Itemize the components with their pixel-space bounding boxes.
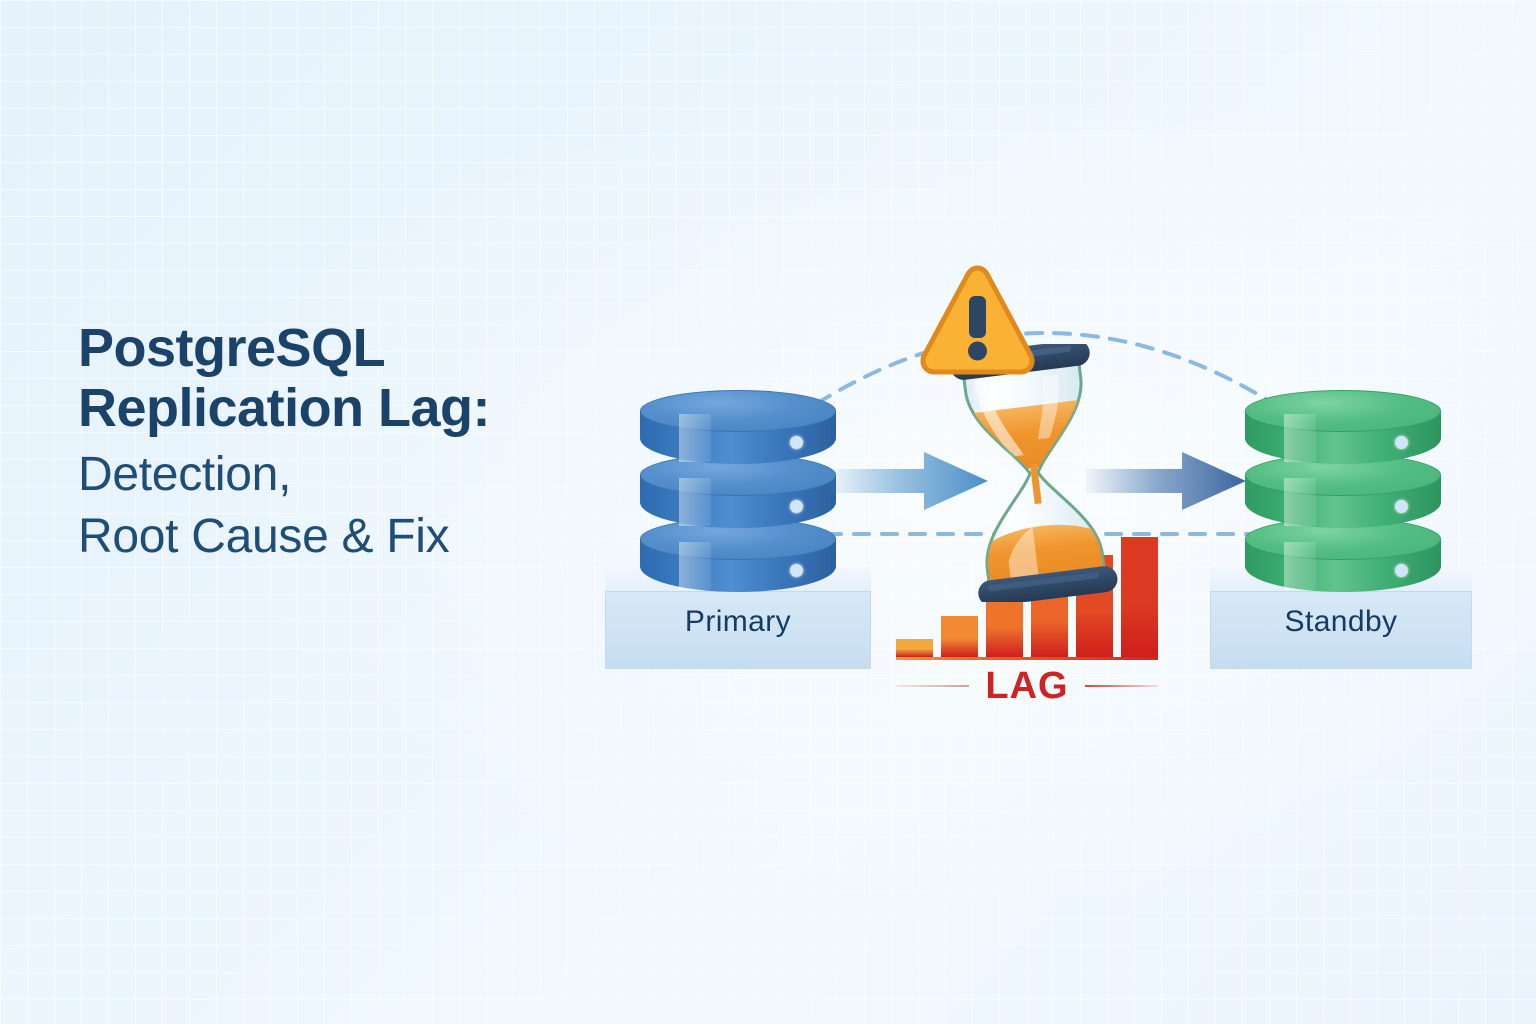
title-line-2: Replication Lag: [78, 378, 491, 438]
warning-triangle-icon [920, 265, 1035, 375]
lag-bar [1121, 537, 1158, 657]
db-status-led-icon [1394, 564, 1408, 577]
db-disc [640, 454, 836, 528]
db-disc-highlight [1284, 478, 1316, 526]
arrow-right-icon [828, 452, 988, 510]
db-disc-highlight [1284, 542, 1316, 590]
title-line-1: PostgreSQL [78, 318, 386, 378]
db-disc-highlight [679, 478, 711, 526]
standby-label: Standby [1284, 605, 1398, 638]
db-status-led-icon [789, 564, 803, 577]
db-status-led-icon [789, 500, 803, 513]
db-disc [640, 390, 836, 464]
arrow-right-icon [1086, 452, 1246, 510]
primary-platform: Primary [605, 567, 871, 671]
standby-database-icon [1245, 390, 1441, 600]
lag-rule-right [1084, 685, 1158, 687]
db-disc [1245, 390, 1441, 464]
db-disc-top [1245, 390, 1441, 432]
dashed-arc-icon [814, 331, 1276, 406]
db-disc-highlight [679, 542, 711, 590]
page-title: PostgreSQL Replication Lag: Detection, R… [78, 318, 598, 568]
db-disc [1245, 454, 1441, 528]
hourglass-icon [950, 344, 1118, 602]
lag-baseline [896, 657, 1158, 660]
db-disc-highlight [679, 414, 711, 462]
lag-label-row: LAG [896, 660, 1158, 712]
db-disc [640, 518, 836, 592]
lag-bar [941, 616, 978, 657]
dashed-line-icon [824, 532, 1268, 536]
db-disc-top [640, 390, 836, 432]
lag-label: LAG [985, 664, 1069, 707]
db-status-led-icon [789, 436, 803, 449]
lag-rule-left [896, 685, 970, 687]
db-disc [1245, 518, 1441, 592]
title-line-3: Detection, [78, 448, 292, 501]
db-status-led-icon [1394, 436, 1408, 449]
db-status-led-icon [1394, 500, 1408, 513]
primary-label: Primary [684, 605, 792, 638]
db-disc-highlight [1284, 414, 1316, 462]
title-line-4: Root Cause & Fix [78, 510, 450, 563]
lag-bar [896, 638, 933, 657]
primary-database-icon [640, 390, 836, 600]
primary-platform-front [605, 591, 871, 669]
